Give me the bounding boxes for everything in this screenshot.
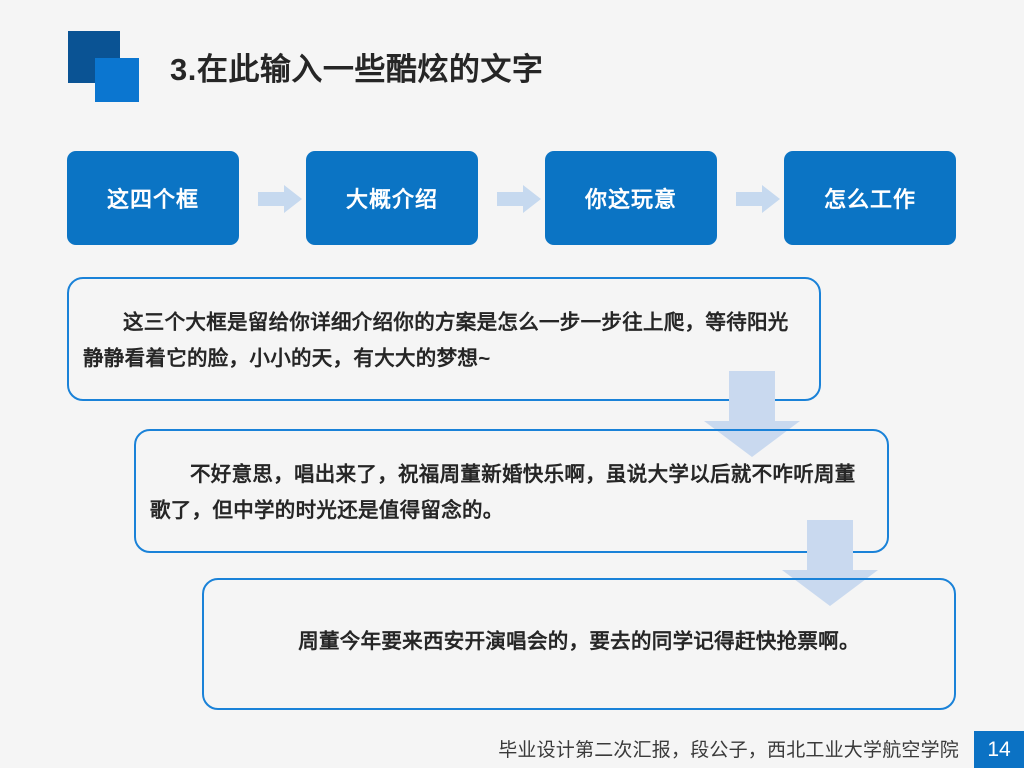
- content-box-2[interactable]: 不好意思，唱出来了，祝福周董新婚快乐啊，虽说大学以后就不咋听周董歌了，但中学的时…: [134, 429, 889, 553]
- process-flow-row: 这四个框 大概介绍 你这玩意 怎么工作: [67, 151, 956, 245]
- page-title: 3.在此输入一些酷炫的文字: [170, 52, 544, 87]
- flow-step-label-4: 怎么工作: [823, 187, 916, 212]
- arrow-right-icon: [497, 185, 541, 213]
- content-box-3-text: 周董今年要来西安开演唱会的，要去的同学记得赶快抢票啊。: [298, 630, 860, 653]
- arrow-down-icon: [704, 371, 800, 457]
- flow-step-box-1[interactable]: 这四个框: [67, 151, 239, 245]
- title-decoration-light-square: [95, 58, 139, 102]
- arrow-right-icon: [736, 185, 780, 213]
- flow-step-box-2[interactable]: 大概介绍: [306, 151, 478, 245]
- arrow-right-icon: [258, 185, 302, 213]
- footer-text: 毕业设计第二次汇报，段公子，西北工业大学航空学院: [498, 740, 959, 761]
- flow-step-label-2: 大概介绍: [345, 187, 438, 212]
- page-number-badge: 14: [974, 731, 1024, 768]
- flow-step-label-3: 你这玩意: [584, 187, 677, 212]
- content-box-3[interactable]: 周董今年要来西安开演唱会的，要去的同学记得赶快抢票啊。: [202, 578, 956, 710]
- flow-step-box-4[interactable]: 怎么工作: [784, 151, 956, 245]
- content-box-1[interactable]: 这三个大框是留给你详细介绍你的方案是怎么一步一步往上爬，等待阳光静静看着它的脸，…: [67, 277, 821, 401]
- content-box-2-text: 不好意思，唱出来了，祝福周董新婚快乐啊，虽说大学以后就不咋听周董歌了，但中学的时…: [150, 463, 856, 522]
- arrow-down-icon: [782, 520, 878, 606]
- content-box-1-text: 这三个大框是留给你详细介绍你的方案是怎么一步一步往上爬，等待阳光静静看着它的脸，…: [83, 311, 789, 370]
- flow-step-box-3[interactable]: 你这玩意: [545, 151, 717, 245]
- flow-step-label-1: 这四个框: [106, 187, 199, 212]
